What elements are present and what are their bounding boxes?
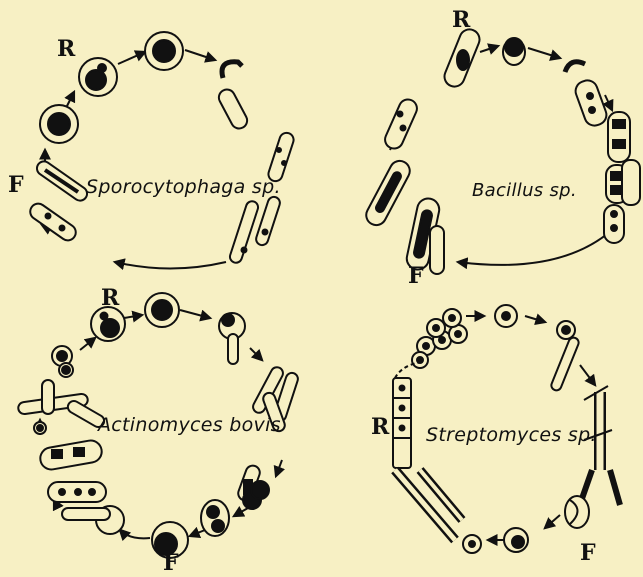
marker-r-actinomyces: R — [101, 285, 119, 311]
bacillus-cycle — [363, 26, 640, 274]
marker-f-bacillus: F — [408, 263, 424, 289]
marker-f-actinomyces: F — [163, 550, 179, 576]
label-sporocytophaga: Sporocytophaga sp. — [86, 176, 281, 198]
label-bacillus: Bacillus sp. — [472, 180, 577, 201]
marker-r-streptomyces: R — [371, 414, 389, 440]
marker-f-streptomyces: F — [580, 540, 596, 566]
marker-f-sporocytophaga: F — [8, 172, 24, 198]
label-streptomyces: Streptomyces sp. — [426, 424, 597, 446]
marker-r-bacillus: R — [452, 7, 470, 33]
marker-r-sporocytophaga: R — [57, 36, 75, 62]
sporocytophaga-cycle — [27, 32, 295, 269]
label-actinomyces: Actinomyces bovis — [98, 414, 281, 436]
